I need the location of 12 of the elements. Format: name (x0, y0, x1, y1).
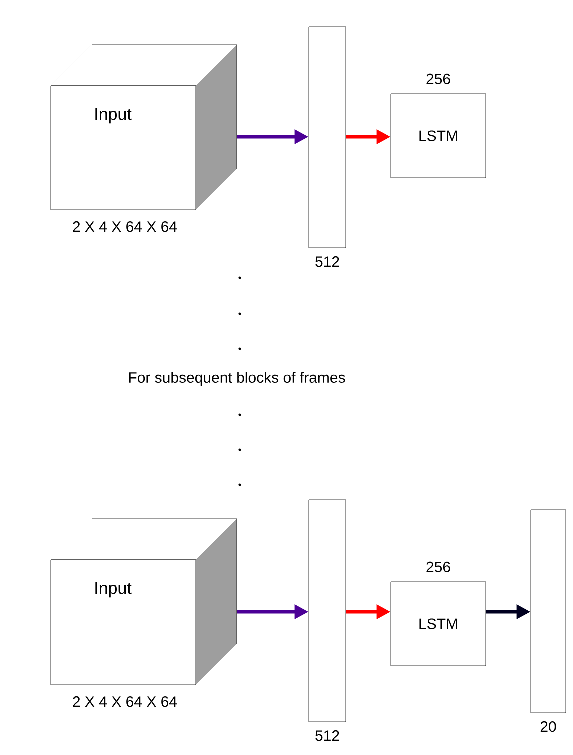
cube-drawing: Input (50, 518, 238, 686)
size-label: 20 (540, 722, 556, 732)
lstm-box: LSTM (390, 94, 486, 178)
size-label: 512 (316, 256, 340, 268)
size-label: 256 (426, 562, 450, 572)
lstm-box: LSTM (390, 582, 486, 666)
size-label: 512 (316, 730, 340, 742)
dimension-text: 2 X 4 X 64 X 64 (73, 696, 178, 708)
note-text: For subsequent blocks of frames (129, 372, 346, 386)
cube-drawing: Input (50, 44, 238, 210)
size-label: 256 (426, 74, 450, 84)
dimension-text: 2 X 4 X 64 X 64 (73, 222, 178, 232)
